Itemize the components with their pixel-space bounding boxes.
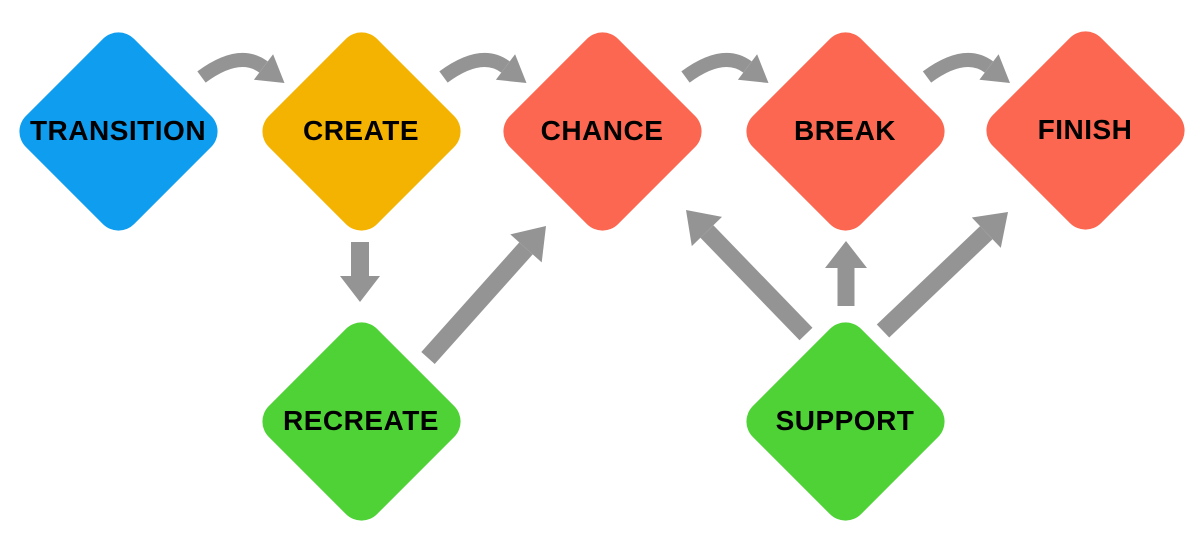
arrow-support-to-break-icon [825, 241, 867, 306]
node-create: CREATE [252, 22, 470, 240]
node-label-chance: CHANCE [540, 115, 664, 146]
arrow-create-to-chance-icon [439, 53, 527, 83]
node-label-create: CREATE [302, 115, 420, 146]
node-transition: TRANSITION [9, 22, 227, 240]
arrow-create-to-recreate-icon [340, 242, 380, 302]
node-chance: CHANCE [493, 22, 711, 240]
node-break: BREAK [736, 22, 954, 240]
node-recreate: RECREATE [252, 312, 470, 530]
node-support: SUPPORT [736, 312, 954, 530]
node-label-finish: FINISH [1037, 114, 1133, 145]
node-label-transition: TRANSITION [29, 115, 207, 146]
arrow-break-to-finish-icon [922, 53, 1010, 83]
node-finish: FINISH [976, 21, 1194, 239]
arrow-chance-to-break-icon [681, 53, 769, 83]
node-label-break: BREAK [793, 115, 897, 146]
node-label-recreate: RECREATE [283, 405, 439, 436]
arrow-transition-to-create-icon [197, 53, 285, 83]
arrow-support-to-finish-icon [876, 212, 1008, 338]
arrow-recreate-to-chance-icon [421, 226, 546, 364]
arrow-support-to-chance-icon [686, 210, 813, 341]
node-label-support: SUPPORT [775, 405, 915, 436]
